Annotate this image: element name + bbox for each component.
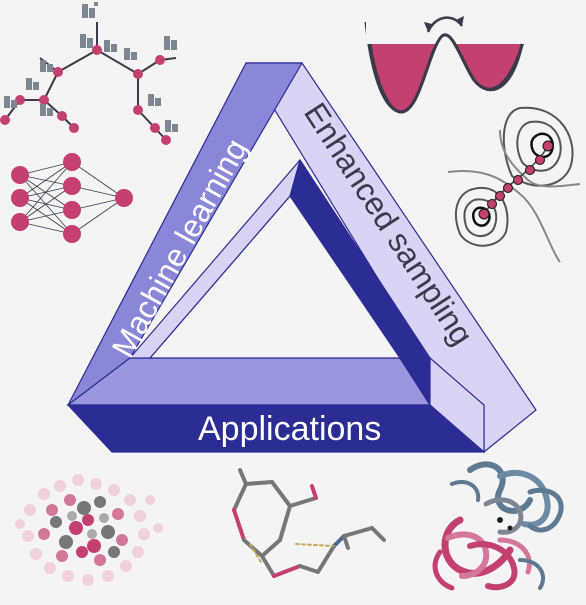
free-energy-path-icon bbox=[478, 140, 554, 220]
triangle-right-corner-face bbox=[429, 356, 485, 454]
penrose-triangle bbox=[66, 62, 537, 454]
protein-ribbon-icon bbox=[432, 461, 564, 591]
triangle-bottom-top-face bbox=[66, 357, 432, 406]
label-applications: Applications bbox=[198, 410, 381, 448]
graph-network-nodes bbox=[0, 45, 171, 145]
molecular-cluster-icon bbox=[15, 474, 163, 586]
double-well-potential-icon bbox=[364, 0, 536, 114]
triangle-inner-light-face bbox=[128, 159, 301, 359]
molecule-structure-icon bbox=[232, 468, 386, 578]
graph-node-feature-blocks bbox=[4, 2, 178, 132]
neural-network-icon bbox=[11, 153, 133, 243]
free-energy-contour-icon bbox=[447, 106, 581, 263]
